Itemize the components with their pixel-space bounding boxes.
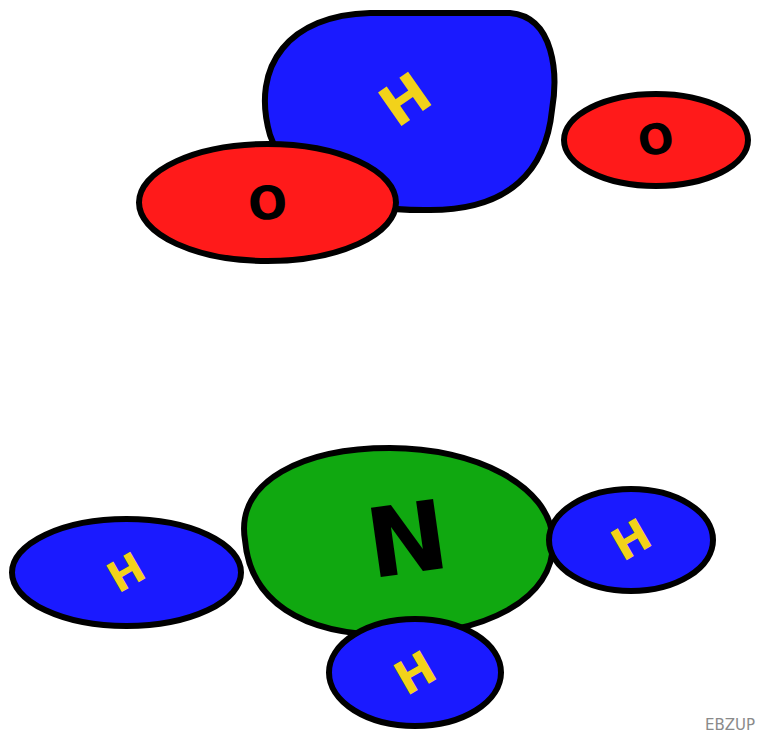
oxygen-atom: O (560, 90, 752, 190)
atom-shape (549, 489, 713, 591)
oxygen-atom: O (135, 140, 400, 265)
atom-shape (244, 448, 553, 635)
atom-shape (139, 144, 396, 261)
element-symbol: N (361, 487, 454, 593)
hydrogen-atom: H (8, 515, 245, 630)
watermark: EBZUP (705, 716, 755, 734)
atom-shape (564, 94, 748, 186)
atom-shape (329, 619, 501, 726)
element-symbol: O (246, 178, 289, 227)
hydrogen-atom: H (325, 615, 505, 730)
element-symbol: O (635, 116, 677, 164)
atom-shape (12, 519, 241, 626)
nitrogen-atom: N (215, 440, 560, 640)
hydrogen-atom: H (545, 485, 717, 595)
